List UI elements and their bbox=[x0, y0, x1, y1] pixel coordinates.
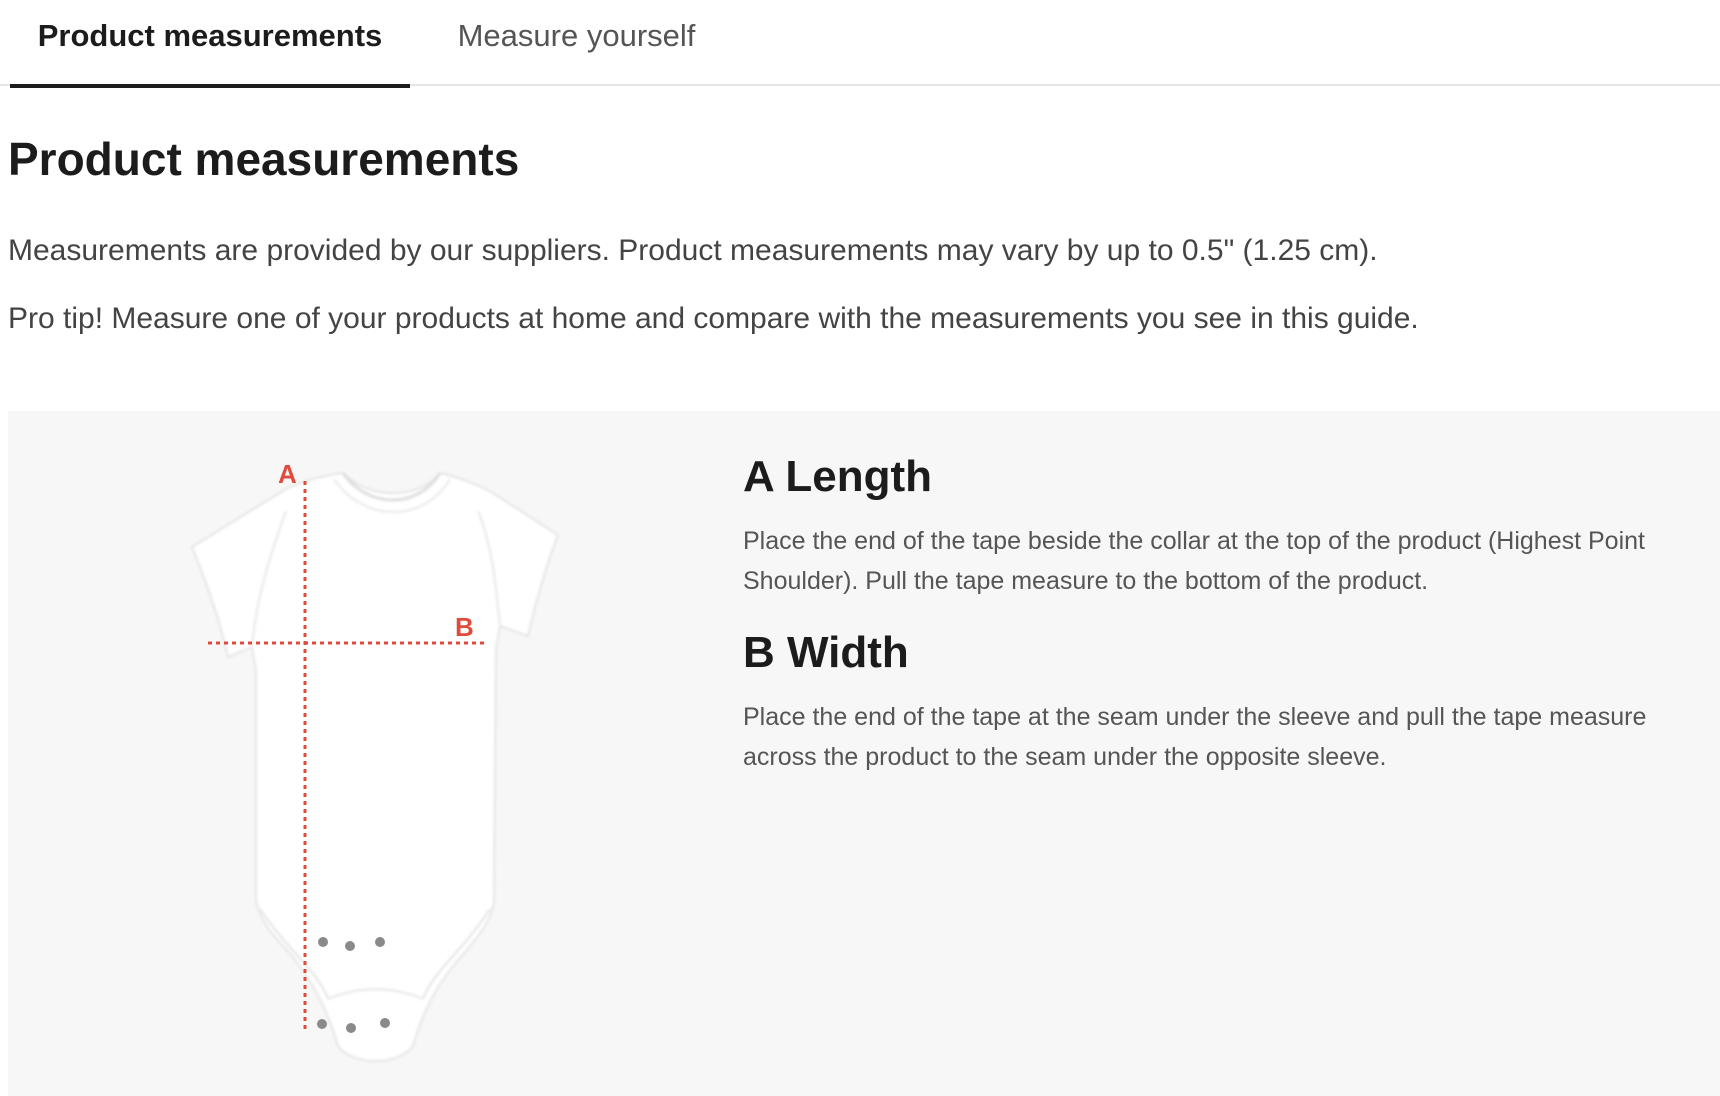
measurement-width-title: B Width bbox=[743, 628, 909, 677]
bodysuit-shape bbox=[190, 471, 560, 1062]
measurement-length: A Length Place the end of the tape besid… bbox=[743, 452, 1703, 601]
tab-bar: Product measurements Measure yourself bbox=[0, 0, 1720, 88]
measurement-width-description: Place the end of the tape at the seam un… bbox=[743, 703, 1647, 772]
bodysuit-illustration: A B bbox=[128, 451, 628, 1091]
measurement-guide-panel: A B A Length Place the end of the tape b… bbox=[8, 411, 1720, 1096]
label-b: B bbox=[455, 612, 474, 642]
intro-pro-tip: Pro tip! Measure one of your products at… bbox=[8, 302, 1419, 335]
baby-bodysuit-image: A B bbox=[190, 459, 560, 1062]
tab-product-measurements[interactable]: Product measurements bbox=[10, 0, 410, 88]
measurement-length-title: A Length bbox=[743, 452, 932, 501]
measurement-width: B Width Place the end of the tape at the… bbox=[743, 628, 1703, 777]
tab-measure-yourself[interactable]: Measure yourself bbox=[457, 18, 696, 53]
intro-supplier-note: Measurements are provided by our supplie… bbox=[8, 234, 1378, 267]
page-title: Product measurements bbox=[8, 133, 520, 185]
label-a: A bbox=[278, 459, 297, 489]
measurement-length-description: Place the end of the tape beside the col… bbox=[743, 527, 1645, 596]
snap-buttons bbox=[317, 937, 390, 1033]
